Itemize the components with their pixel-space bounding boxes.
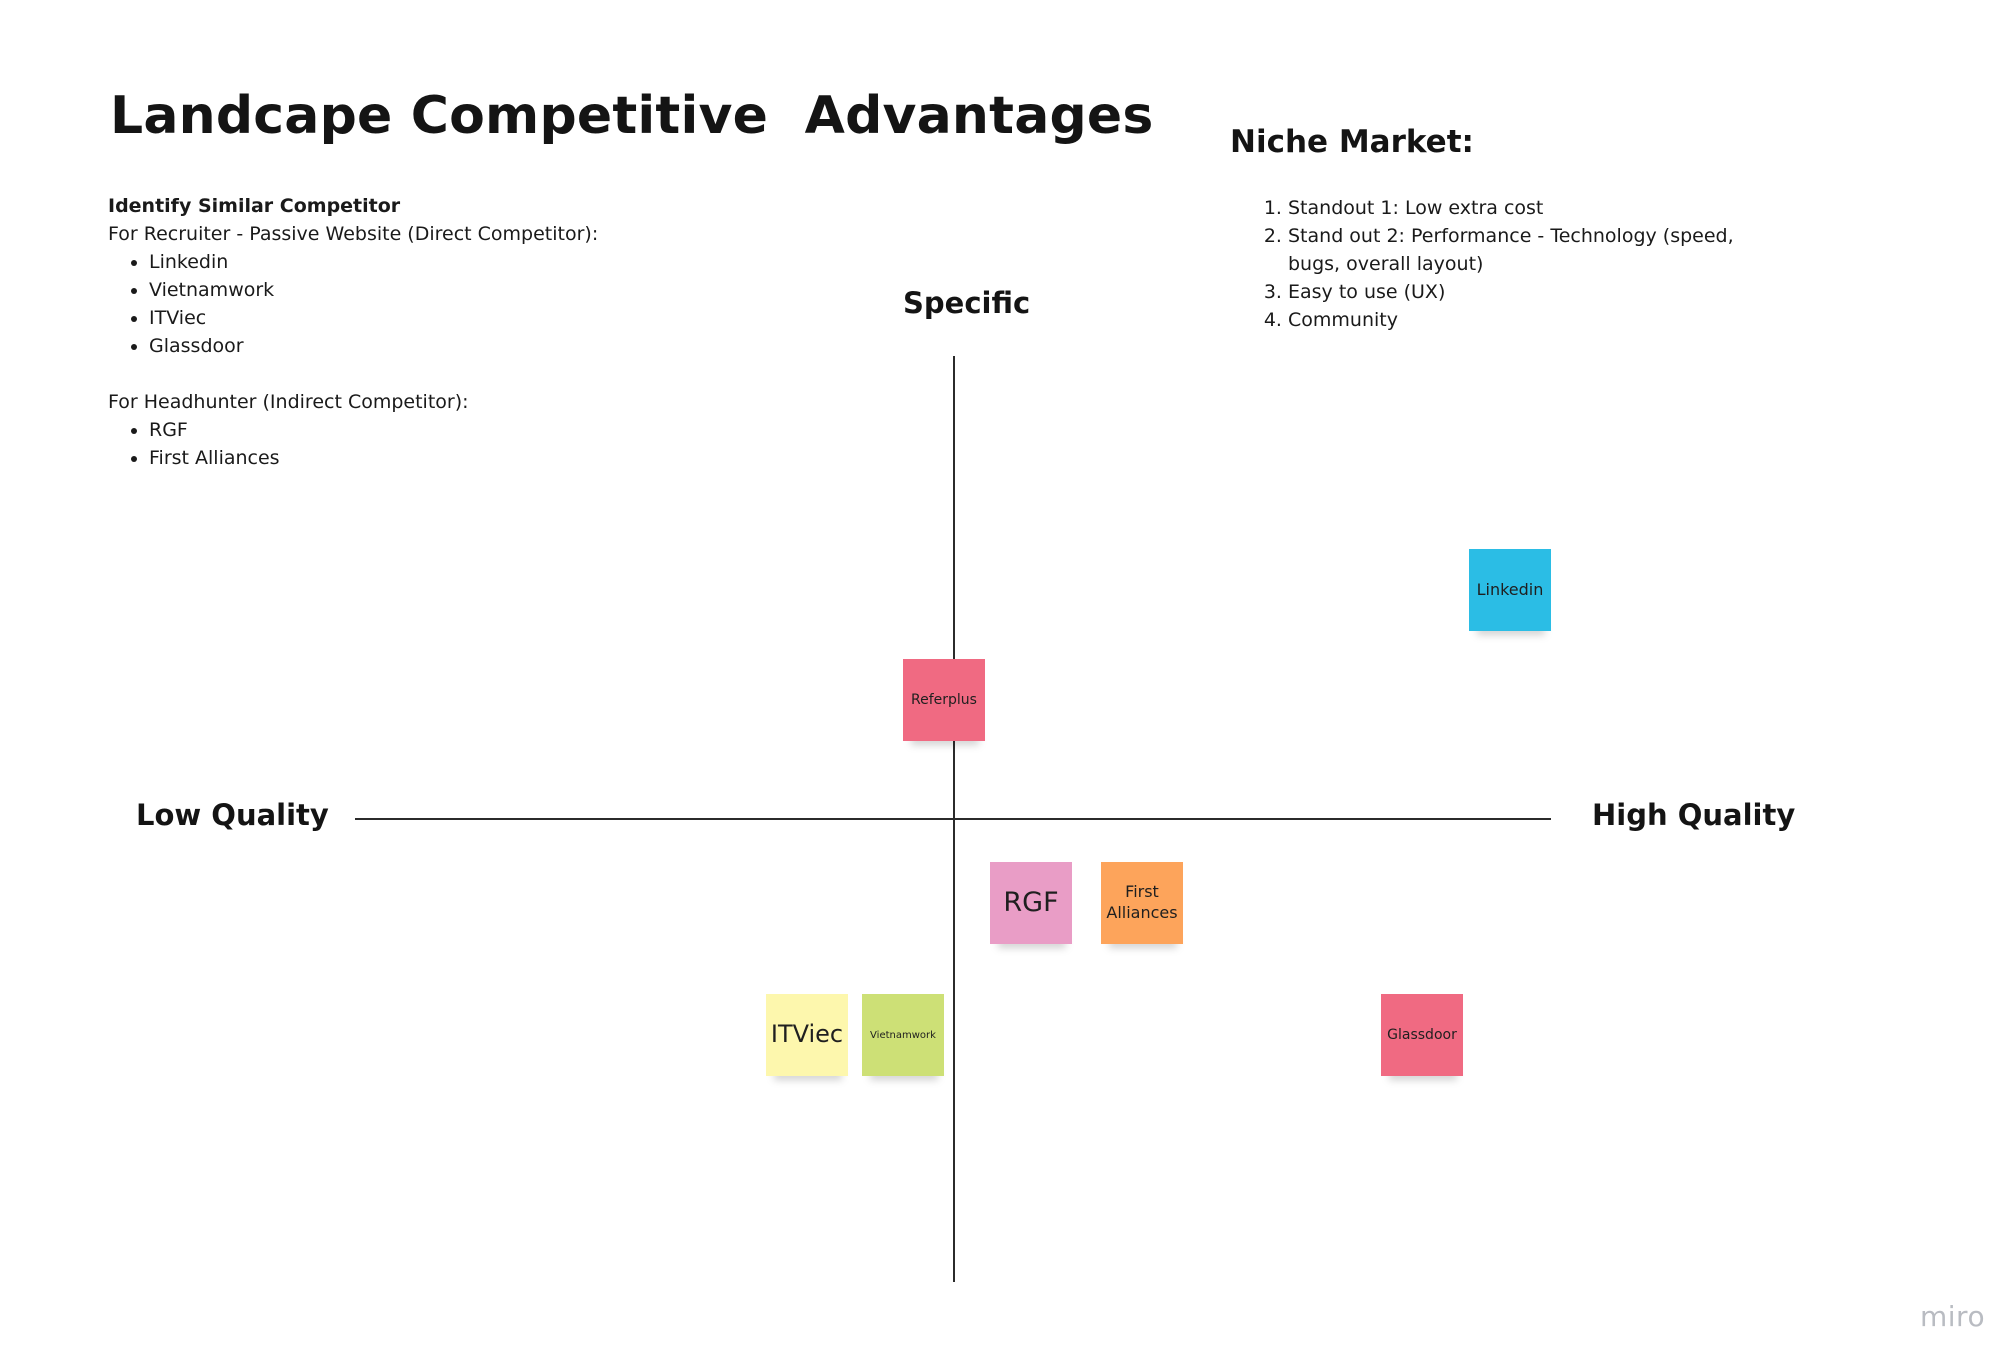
sticky-note-linkedin[interactable]: Linkedin [1469,549,1551,631]
axis-label-top: Specific [903,286,1031,320]
list-item: Vietnamwork [149,276,598,304]
list-item: ITViec [149,304,598,332]
sticky-note-vietnamwork[interactable]: Vietnamwork [862,994,944,1076]
list-item: Glassdoor [149,332,598,360]
miro-logo: miro [1920,1300,1986,1333]
competitor-heading: Identify Similar Competitor [108,195,401,217]
sticky-note-label: Referplus [903,659,985,741]
axis-label-right: High Quality [1592,798,1796,832]
list-item: RGF [149,416,598,444]
niche-market-list: Standout 1: Low extra cost Stand out 2: … [1230,194,1758,334]
sticky-note-label: Linkedin [1469,549,1551,631]
direct-competitor-label: For Recruiter - Passive Website (Direct … [108,223,599,245]
axis-label-left: Low Quality [136,798,329,832]
sticky-note-label: First Alliances [1101,862,1183,944]
list-item: Standout 1: Low extra cost [1288,194,1758,222]
sticky-note-label: Glassdoor [1381,994,1463,1076]
sticky-note-rgf[interactable]: RGF [990,862,1072,944]
competitor-list: Identify Similar Competitor For Recruite… [108,192,598,472]
list-item: First Alliances [149,444,598,472]
list-item: Easy to use (UX) [1288,278,1758,306]
sticky-note-first-alliances[interactable]: First Alliances [1101,862,1183,944]
niche-market-section: Niche Market: Standout 1: Low extra cost… [1230,124,1758,334]
direct-competitor-list: Linkedin Vietnamwork ITViec Glassdoor [108,248,598,360]
sticky-note-referplus[interactable]: Referplus [903,659,985,741]
sticky-note-label: ITViec [766,994,848,1076]
board-title: Landcape Competitive Advantages [110,86,1154,146]
sticky-note-glassdoor[interactable]: Glassdoor [1381,994,1463,1076]
list-gap [108,360,598,388]
sticky-note-label: RGF [990,862,1072,944]
sticky-note-itviec[interactable]: ITViec [766,994,848,1076]
indirect-competitor-list: RGF First Alliances [108,416,598,472]
list-item: Community [1288,306,1758,334]
sticky-note-label: Vietnamwork [862,994,944,1076]
horizontal-axis-line [355,818,1551,820]
indirect-competitor-label: For Headhunter (Indirect Competitor): [108,391,469,413]
niche-market-title: Niche Market: [1230,124,1474,160]
list-item: Stand out 2: Performance - Technology (s… [1288,222,1758,278]
list-item: Linkedin [149,248,598,276]
